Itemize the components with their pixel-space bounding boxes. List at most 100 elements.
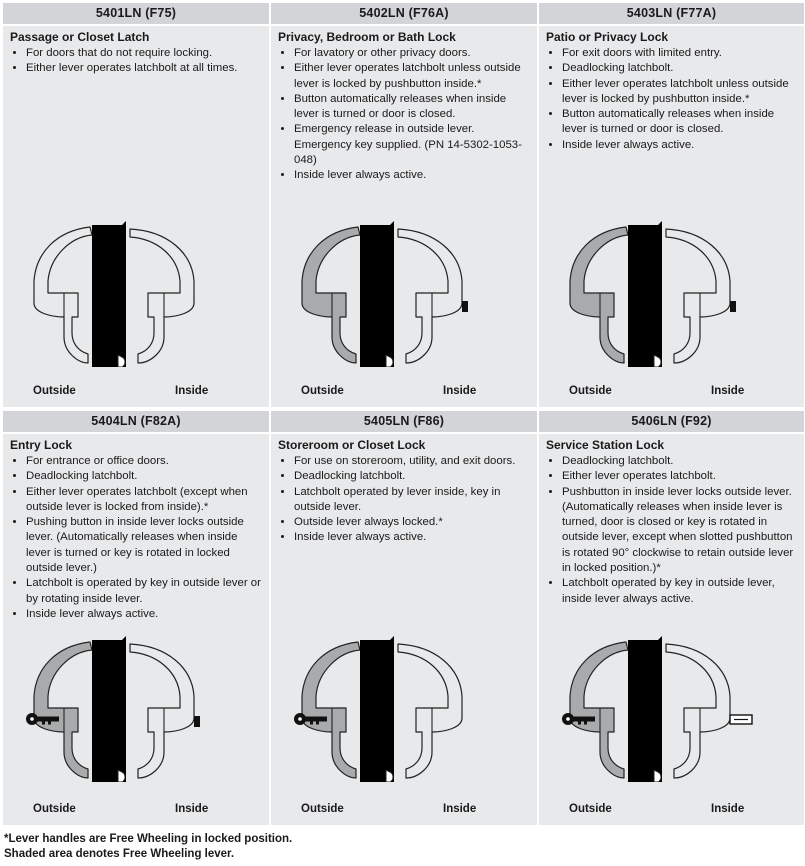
feature-item: Emergency release in outside lever. Emer…	[294, 122, 530, 168]
pushbutton-icon	[194, 716, 200, 727]
outside-label: Outside	[33, 385, 76, 397]
outside-label: Outside	[569, 803, 612, 815]
feature-item: Inside lever always active.	[26, 607, 262, 622]
door-edge	[627, 225, 662, 367]
function-title: Entry Lock	[10, 438, 73, 452]
pushbutton-icon	[462, 301, 468, 312]
feature-item: Either lever operates latchbolt.	[562, 469, 797, 484]
inside-lever-icon	[129, 228, 195, 364]
latch-icon	[117, 354, 126, 367]
lever-diagram	[271, 632, 537, 782]
feature-list: For lavatory or other privacy doors.Eith…	[278, 46, 530, 184]
feature-item: Latchbolt operated by key in outside lev…	[562, 576, 797, 607]
function-title: Privacy, Bedroom or Bath Lock	[278, 30, 456, 44]
outside-label: Outside	[301, 803, 344, 815]
inside-label: Inside	[175, 385, 209, 397]
feature-item: Button automatically releases when insid…	[294, 92, 530, 123]
pushbutton-icon	[729, 301, 736, 312]
model-header: 5401LN (F75)	[3, 3, 269, 26]
model-header: 5406LN (F92)	[539, 411, 804, 434]
feature-item: Deadlocking latchbolt.	[26, 469, 262, 484]
feature-list: For use on storeroom, utility, and exit …	[278, 454, 530, 546]
feature-list: For exit doors with limited entry.Deadlo…	[546, 46, 797, 153]
feature-item: Inside lever always active.	[294, 168, 530, 183]
feature-item: Either lever operates latchbolt (except …	[26, 485, 262, 516]
latch-icon	[385, 769, 394, 782]
outside-lever-icon	[301, 641, 361, 779]
outside-lever-icon	[33, 226, 93, 364]
feature-item: Pushbutton in inside lever locks outside…	[562, 485, 797, 577]
inside-lever-icon	[664, 643, 731, 779]
lever-diagram	[539, 632, 804, 782]
feature-item: Deadlocking latchbolt.	[562, 454, 797, 469]
footnote-shaded: Shaded area denotes Free Wheeling lever.	[4, 848, 235, 860]
feature-item: For exit doors with limited entry.	[562, 46, 797, 61]
cell-body: Storeroom or Closet Lock For use on stor…	[271, 434, 537, 546]
cell-body: Entry Lock For entrance or office doors.…	[3, 434, 269, 622]
model-header: 5404LN (F82A)	[3, 411, 269, 434]
key-icon	[26, 713, 59, 725]
function-cell-1: 5401LN (F75) Passage or Closet Latch For…	[3, 3, 269, 407]
function-title: Patio or Privacy Lock	[546, 30, 669, 44]
function-cell-2: 5402LN (F76A) Privacy, Bedroom or Bath L…	[271, 3, 537, 407]
cell-body: Passage or Closet Latch For doors that d…	[3, 26, 269, 77]
function-title: Passage or Closet Latch	[10, 30, 150, 44]
inside-lever-icon	[129, 643, 195, 779]
function-title: Storeroom or Closet Lock	[278, 438, 426, 452]
latch-icon	[653, 769, 661, 782]
function-cell-4: 5404LN (F82A) Entry Lock For entrance or…	[3, 411, 269, 825]
latch-icon	[385, 354, 394, 367]
side-labels: Outside Inside	[3, 385, 269, 401]
footnote-free-wheeling: *Lever handles are Free Wheeling in lock…	[4, 833, 293, 845]
feature-item: Deadlocking latchbolt.	[562, 61, 797, 76]
cell-body: Service Station Lock Deadlocking latchbo…	[539, 434, 804, 607]
lever-diagram	[271, 217, 537, 367]
side-labels: Outside Inside	[271, 803, 537, 819]
feature-item: Latchbolt is operated by key in outside …	[26, 576, 262, 607]
feature-item: Button automatically releases when insid…	[562, 107, 797, 138]
feature-item: For lavatory or other privacy doors.	[294, 46, 530, 61]
lever-diagram	[3, 632, 269, 782]
function-cell-5: 5405LN (F86) Storeroom or Closet Lock Fo…	[271, 411, 537, 825]
feature-item: For use on storeroom, utility, and exit …	[294, 454, 530, 469]
outside-lever-icon	[33, 641, 93, 779]
inside-label: Inside	[711, 385, 745, 397]
slotted-pushbutton-icon	[728, 714, 753, 725]
inside-label: Inside	[711, 803, 745, 815]
inside-label: Inside	[443, 803, 477, 815]
outside-label: Outside	[569, 385, 612, 397]
door-edge	[360, 640, 394, 782]
model-header: 5403LN (F77A)	[539, 3, 804, 26]
feature-list: For doors that do not require locking.Ei…	[10, 46, 262, 77]
side-labels: Outside Inside	[539, 385, 804, 401]
side-labels: Outside Inside	[271, 385, 537, 401]
feature-item: Either lever operates latchbolt unless o…	[294, 61, 530, 92]
feature-item: For entrance or office doors.	[26, 454, 262, 469]
door-edge	[92, 225, 126, 367]
feature-item: Latchbolt operated by lever inside, key …	[294, 485, 530, 516]
model-header: 5402LN (F76A)	[271, 3, 537, 26]
door-edge	[92, 640, 126, 782]
inside-lever-icon	[664, 228, 731, 364]
function-title: Service Station Lock	[546, 438, 665, 452]
feature-item: Outside lever always locked.*	[294, 515, 530, 530]
feature-item: Deadlocking latchbolt.	[294, 469, 530, 484]
feature-item: Either lever operates latchbolt unless o…	[562, 77, 797, 108]
function-cell-3: 5403LN (F77A) Patio or Privacy Lock For …	[539, 3, 804, 407]
feature-item: Inside lever always active.	[562, 138, 797, 153]
feature-item: Inside lever always active.	[294, 530, 530, 545]
outside-label: Outside	[33, 803, 76, 815]
side-labels: Outside Inside	[539, 803, 804, 819]
key-icon	[561, 713, 595, 725]
feature-item: Either lever operates latchbolt at all t…	[26, 61, 262, 76]
inside-label: Inside	[175, 803, 209, 815]
latch-icon	[117, 769, 126, 782]
outside-label: Outside	[301, 385, 344, 397]
outside-lever-icon	[301, 226, 361, 364]
model-header: 5405LN (F86)	[271, 411, 537, 434]
door-edge	[360, 225, 394, 367]
feature-item: Pushing button in inside lever locks out…	[26, 515, 262, 576]
feature-item: For doors that do not require locking.	[26, 46, 262, 61]
outside-lever-icon	[568, 641, 629, 779]
cell-body: Privacy, Bedroom or Bath Lock For lavato…	[271, 26, 537, 184]
